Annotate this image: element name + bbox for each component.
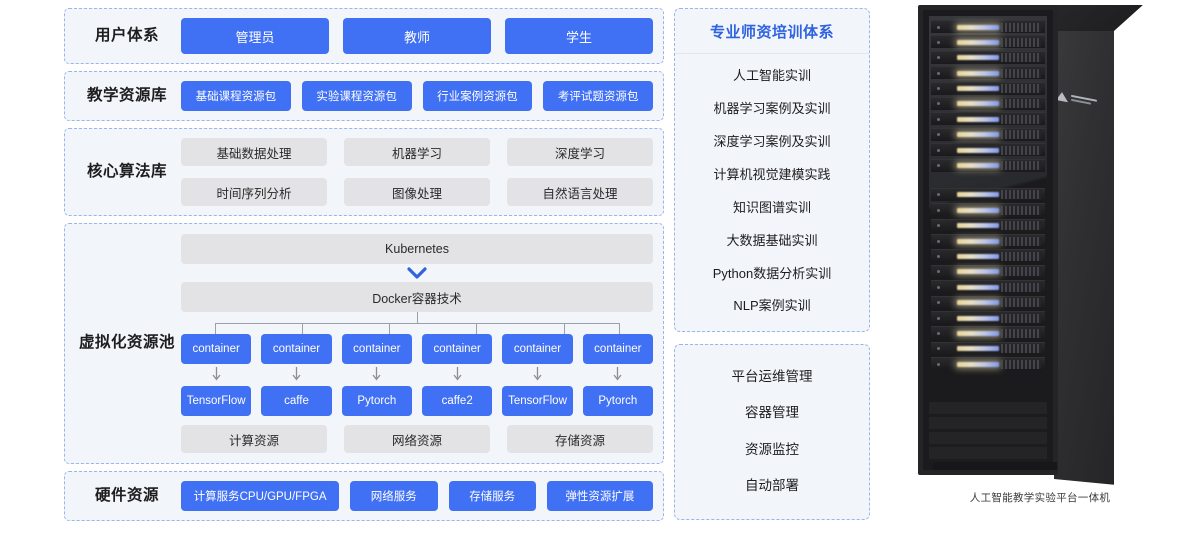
arch-row-hardware-resources: 硬件资源 计算服务CPU/GPU/FPGA 网络服务 存储服务 弹性资源扩展 [64, 471, 664, 521]
rack-glass-door [929, 16, 1047, 398]
arch-row-teaching-resources: 教学资源库 基础课程资源包 实验课程资源包 行业案例资源包 考评试题资源包 [64, 71, 664, 121]
server-rack-illustration [918, 5, 1143, 485]
arrow-down-icon [181, 364, 251, 386]
side-panels: 专业师资培训体系 人工智能实训 机器学习案例及实训 深度学习案例及实训 计算机视… [674, 8, 870, 520]
user-role-button[interactable]: 教师 [343, 18, 491, 54]
container-row: container container container container … [181, 334, 653, 364]
row-body-teaching-resources: 基础课程资源包 实验课程资源包 行业案例资源包 考评试题资源包 [181, 81, 653, 111]
container-to-framework-arrows [181, 364, 653, 386]
algorithm-box[interactable]: 基础数据处理 [181, 138, 327, 166]
container-box[interactable]: container [261, 334, 332, 364]
training-item[interactable]: 人工智能实训 [732, 68, 811, 84]
user-role-button[interactable]: 管理员 [181, 18, 329, 54]
training-item[interactable]: 大数据基础实训 [726, 232, 818, 248]
container-tree-connector [181, 312, 653, 334]
row-body-hardware-resources: 计算服务CPU/GPU/FPGA 网络服务 存储服务 弹性资源扩展 [181, 481, 653, 511]
training-item[interactable]: 计算机视觉建模实践 [713, 166, 831, 182]
hardware-service-button[interactable]: 计算服务CPU/GPU/FPGA [181, 481, 340, 511]
operations-item-list: 平台运维管理 容器管理 资源监控 自动部署 [675, 345, 869, 519]
product-photo: 人工智能教学实验平台一体机 [880, 0, 1200, 537]
row-label-teaching-resources: 教学资源库 [86, 86, 167, 104]
rack-front-door [918, 5, 1058, 475]
arrow-down-icon [422, 364, 492, 386]
chevron-down-icon [181, 264, 653, 282]
resource-package-button[interactable]: 行业案例资源包 [422, 81, 533, 111]
framework-box[interactable]: caffe [261, 386, 332, 416]
vendor-logo-icon [1056, 87, 1102, 112]
resource-row: 计算资源 网络资源 存储资源 [181, 425, 653, 453]
training-item[interactable]: 深度学习案例及实训 [713, 134, 831, 150]
container-box[interactable]: container [341, 334, 412, 364]
resource-package-button[interactable]: 考评试题资源包 [543, 81, 653, 111]
user-role-button[interactable]: 学生 [505, 18, 653, 54]
row-label-user-system: 用户体系 [94, 26, 159, 44]
hardware-service-button[interactable]: 弹性资源扩展 [546, 481, 653, 511]
hardware-service-button[interactable]: 存储服务 [448, 481, 536, 511]
framework-box[interactable]: TensorFlow [181, 386, 252, 416]
algorithm-box[interactable]: 机器学习 [344, 138, 490, 166]
training-item[interactable]: 知识图谱实训 [732, 199, 811, 215]
operations-item[interactable]: 容器管理 [745, 405, 799, 421]
row-label-hardware-resources: 硬件资源 [94, 486, 159, 504]
row-body-virtualization-pool: Kubernetes Docker容器技术 [181, 234, 653, 453]
algorithm-box[interactable]: 时间序列分析 [181, 178, 327, 206]
container-box[interactable]: container [422, 334, 493, 364]
operations-item[interactable]: 自动部署 [745, 478, 799, 494]
rack-foot [933, 462, 1057, 470]
container-box[interactable]: container [502, 334, 573, 364]
arrow-down-icon [502, 364, 572, 386]
training-item[interactable]: 机器学习案例及实训 [713, 101, 831, 117]
framework-box[interactable]: TensorFlow [502, 386, 573, 416]
resource-box[interactable]: 存储资源 [507, 425, 653, 453]
training-item[interactable]: Python数据分析实训 [712, 265, 832, 281]
hardware-service-button[interactable]: 网络服务 [350, 481, 438, 511]
training-item[interactable]: NLP案例实训 [733, 298, 811, 314]
arrow-down-icon [583, 364, 653, 386]
container-box[interactable]: container [582, 334, 653, 364]
architecture-stack: 用户体系 管理员 教师 学生 教学资源库 基础课程资源包 实验课程资源包 行业案… [64, 8, 664, 528]
framework-box[interactable]: caffe2 [422, 386, 493, 416]
row-label-virtualization-pool: 虚拟化资源池 [78, 334, 175, 352]
product-caption: 人工智能教学实验平台一体机 [969, 492, 1111, 504]
resource-package-button[interactable]: 实验课程资源包 [301, 81, 412, 111]
server-blade-stack [929, 16, 1047, 398]
rack-base-vents [929, 402, 1047, 462]
arch-row-user-system: 用户体系 管理员 教师 学生 [64, 8, 664, 64]
operations-item[interactable]: 资源监控 [745, 441, 799, 457]
container-box[interactable]: container [181, 334, 252, 364]
docker-box[interactable]: Docker容器技术 [181, 282, 653, 312]
panel-operations: 平台运维管理 容器管理 资源监控 自动部署 [674, 344, 870, 520]
panel-teacher-training: 专业师资培训体系 人工智能实训 机器学习案例及实训 深度学习案例及实训 计算机视… [674, 8, 870, 332]
arrow-down-icon [261, 364, 331, 386]
algorithm-box[interactable]: 深度学习 [507, 138, 653, 166]
operations-item[interactable]: 平台运维管理 [731, 368, 813, 384]
framework-row: TensorFlow caffe Pytorch caffe2 TensorFl… [181, 386, 653, 416]
framework-box[interactable]: Pytorch [341, 386, 412, 416]
resource-box[interactable]: 计算资源 [181, 425, 327, 453]
resource-box[interactable]: 网络资源 [344, 425, 490, 453]
panel-title-teacher-training: 专业师资培训体系 [675, 9, 869, 54]
arch-row-core-algorithms: 核心算法库 基础数据处理 机器学习 深度学习 时间序列分析 图像处理 自然语言处… [64, 128, 664, 216]
algorithm-box[interactable]: 图像处理 [344, 178, 490, 206]
framework-box[interactable]: Pytorch [582, 386, 653, 416]
algorithm-box[interactable]: 自然语言处理 [507, 178, 653, 206]
training-item-list: 人工智能实训 机器学习案例及实训 深度学习案例及实训 计算机视觉建模实践 知识图… [675, 54, 869, 331]
row-body-user-system: 管理员 教师 学生 [181, 18, 653, 54]
arch-row-virtualization-pool: 虚拟化资源池 Kubernetes Docker容器技术 [64, 223, 664, 464]
rack-side-panel [1054, 17, 1114, 485]
resource-package-button[interactable]: 基础课程资源包 [181, 81, 291, 111]
arrow-down-icon [342, 364, 412, 386]
row-body-core-algorithms: 基础数据处理 机器学习 深度学习 时间序列分析 图像处理 自然语言处理 [181, 138, 653, 206]
kubernetes-box[interactable]: Kubernetes [181, 234, 653, 264]
row-label-core-algorithms: 核心算法库 [86, 162, 167, 180]
